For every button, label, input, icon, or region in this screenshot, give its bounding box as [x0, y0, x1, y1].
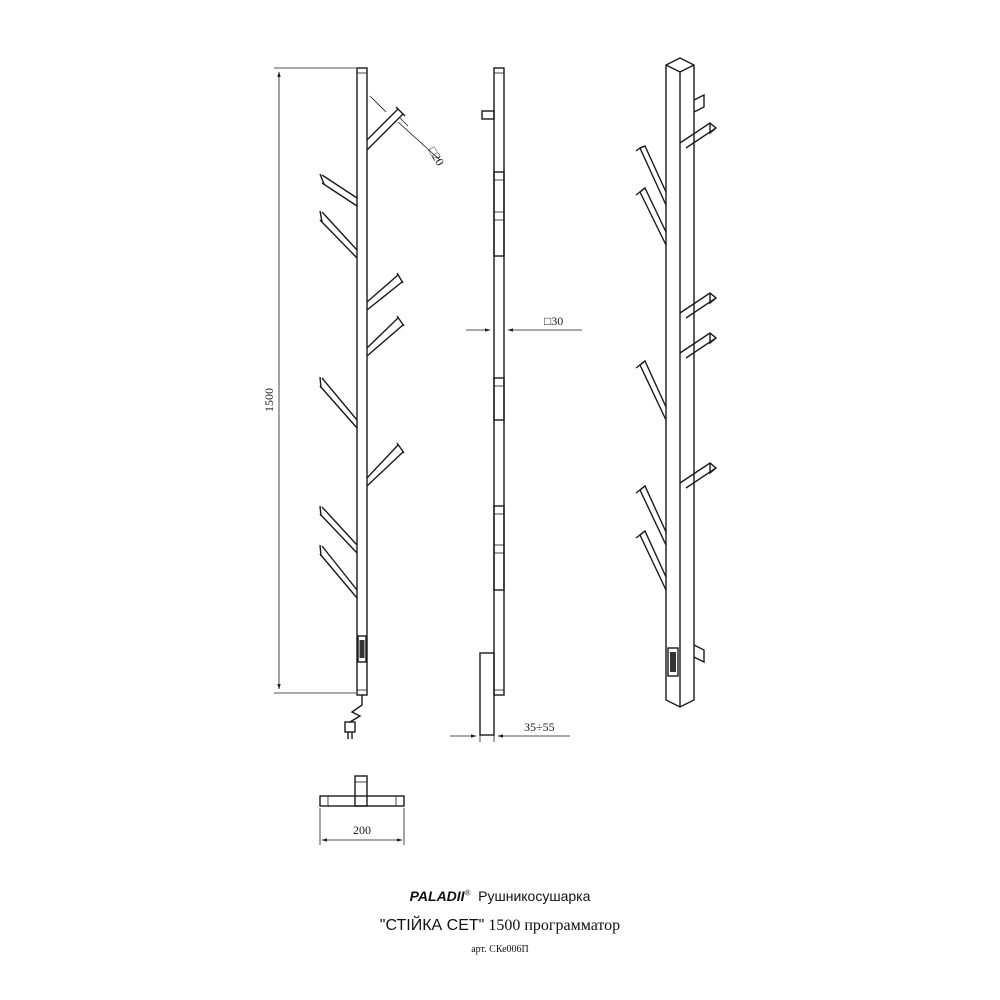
top-view-bar: [319, 795, 405, 807]
post-section-label: □30: [544, 314, 563, 328]
side-bottom-bracket: [479, 652, 495, 736]
power-cable: [349, 695, 363, 723]
plug-icon: [344, 721, 356, 733]
side-view: □30 35÷55: [450, 67, 582, 742]
bar-section-label: □20: [425, 145, 447, 169]
front-branch-4: [366, 272, 404, 311]
width-dimension-label: 200: [353, 823, 371, 837]
height-dimension-label: 1500: [262, 388, 276, 412]
front-view: 1500 □20: [262, 67, 447, 739]
perspective-branch-l1: [635, 145, 667, 206]
front-post: [356, 67, 368, 696]
side-branch-group-2: [493, 377, 505, 421]
perspective-post: [665, 57, 695, 708]
front-branch-9: [319, 544, 358, 599]
perspective-branch-l3: [635, 359, 667, 421]
side-post: [493, 67, 505, 696]
front-branch-7: [366, 442, 405, 487]
model-name: "СТІЙКА СЕТ": [379, 917, 485, 934]
perspective-branch-r4: [679, 462, 718, 489]
wall-offset-label: 35÷55: [524, 720, 555, 734]
perspective-branch-l2: [635, 186, 667, 246]
model-suffix: 1500 программатор: [488, 917, 621, 934]
caption-article: арт. СКе006П: [471, 944, 529, 955]
side-branch-group-3: [493, 505, 505, 591]
front-branch-6: [319, 376, 358, 429]
perspective-branch-r2: [679, 292, 718, 319]
front-branch-1: [366, 106, 406, 151]
perspective-branch-r3: [679, 332, 718, 359]
front-branch-2: [319, 173, 358, 207]
top-view-post: [354, 775, 368, 807]
perspective-branch-l5: [635, 529, 667, 591]
front-branch-8: [319, 505, 358, 554]
side-top-bracket: [481, 110, 495, 120]
top-view: 200: [319, 775, 405, 845]
registered-mark: ®: [464, 888, 471, 898]
caption-line-1: PALADII® Рушникосушарка: [0, 888, 1000, 906]
front-branch-5: [366, 315, 405, 357]
perspective-branch-r1: [679, 122, 718, 149]
side-branch-group-1: [493, 171, 505, 257]
perspective-view: [635, 57, 718, 708]
front-branch-3: [319, 210, 358, 259]
caption-line-2: "СТІЙКА СЕТ" 1500 программатор: [0, 917, 1000, 935]
brand-name: PALADII: [409, 888, 465, 904]
product-type: Рушникосушарка: [478, 888, 591, 904]
perspective-branch-l4: [635, 484, 667, 546]
